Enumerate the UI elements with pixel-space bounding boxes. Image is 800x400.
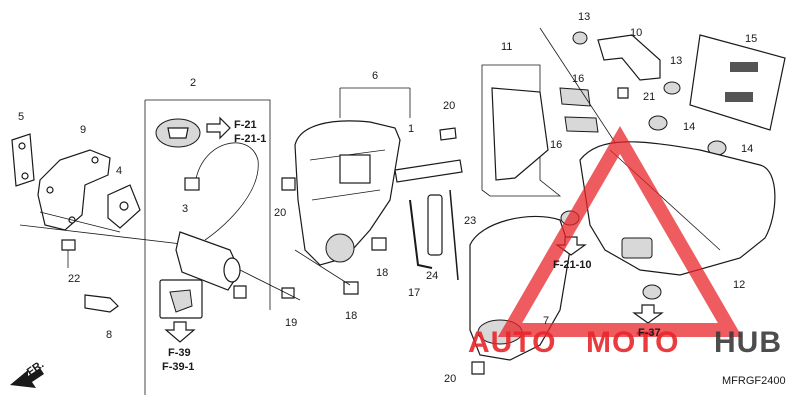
callout-17: 17 bbox=[408, 287, 420, 299]
bracket-10-group bbox=[572, 31, 727, 156]
callout-labels: 1 2 3 4 5 6 7 8 9 10 11 12 13 13 14 14 1… bbox=[18, 11, 757, 385]
ref-f39-1: F-39-1 bbox=[162, 361, 194, 373]
callout-3: 3 bbox=[182, 203, 188, 215]
watermark-part3: HUB bbox=[714, 326, 782, 359]
callout-14a: 14 bbox=[683, 121, 695, 133]
callout-13a: 13 bbox=[578, 11, 590, 23]
callout-4: 4 bbox=[116, 165, 122, 177]
ref-f37: F-37 bbox=[638, 327, 661, 339]
callout-16b: 16 bbox=[550, 139, 562, 151]
reference-labels: F-21 F-21-1 F-39 F-39-1 F-21-10 F-37 FR.… bbox=[25, 119, 786, 387]
watermark-logo: AUTO MOTO HUB bbox=[468, 126, 782, 359]
callout-7: 7 bbox=[543, 315, 549, 327]
callout-9: 9 bbox=[80, 124, 86, 136]
watermark-part2: MOTO bbox=[586, 326, 679, 359]
bracket-assembly bbox=[11, 133, 191, 313]
caution-label bbox=[689, 34, 786, 131]
callout-5: 5 bbox=[18, 111, 24, 123]
front-label: FR. bbox=[25, 358, 46, 378]
callout-19: 19 bbox=[285, 317, 297, 329]
callout-6: 6 bbox=[372, 70, 378, 82]
callout-10: 10 bbox=[630, 27, 642, 39]
callout-18b: 18 bbox=[345, 310, 357, 322]
callout-21: 21 bbox=[643, 91, 655, 103]
callout-13b: 13 bbox=[670, 55, 682, 67]
callout-20b: 20 bbox=[274, 207, 286, 219]
callout-2: 2 bbox=[190, 77, 196, 89]
callout-1: 1 bbox=[408, 123, 414, 135]
callout-24: 24 bbox=[426, 270, 438, 282]
ref-f39: F-39 bbox=[168, 347, 191, 359]
callout-12: 12 bbox=[733, 279, 745, 291]
ref-f21-1: F-21-1 bbox=[234, 133, 266, 145]
callout-15: 15 bbox=[745, 33, 757, 45]
ignition-switch-group bbox=[144, 99, 301, 395]
callout-8: 8 bbox=[106, 329, 112, 341]
callout-11: 11 bbox=[501, 41, 512, 53]
side-cover-lid bbox=[281, 87, 463, 295]
front-direction-arrow bbox=[10, 368, 44, 388]
callout-20c: 20 bbox=[444, 373, 456, 385]
callout-23: 23 bbox=[464, 215, 476, 227]
callout-14b: 14 bbox=[741, 143, 753, 155]
bracket-11-group bbox=[481, 27, 621, 197]
diagram-code: MFRGF2400 bbox=[722, 375, 786, 387]
ref-f21-10: F-21-10 bbox=[553, 259, 592, 271]
watermark-part1: AUTO bbox=[468, 326, 556, 359]
callout-22: 22 bbox=[68, 273, 80, 285]
callout-18a: 18 bbox=[376, 267, 388, 279]
tool-kit bbox=[409, 189, 459, 281]
callout-20a: 20 bbox=[443, 100, 455, 112]
callout-16a: 16 bbox=[572, 73, 584, 85]
ref-f21: F-21 bbox=[234, 119, 257, 131]
